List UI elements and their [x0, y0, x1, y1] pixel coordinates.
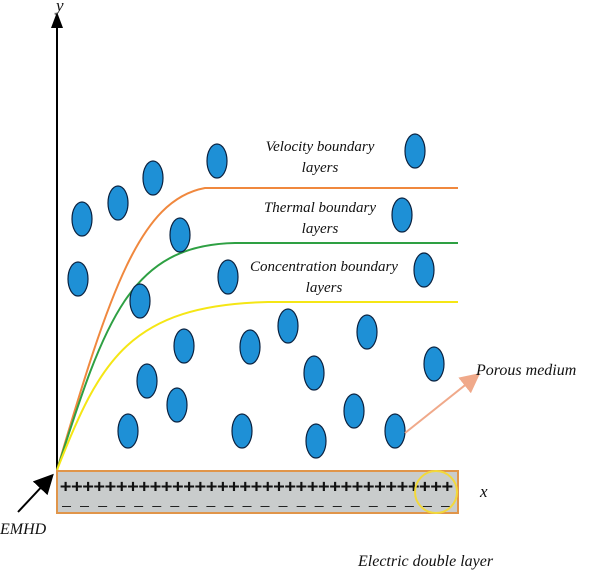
particle — [173, 328, 195, 364]
particle — [107, 185, 129, 221]
negative-charges: — — — — — — — — — — — — — — — — — — — — … — [62, 499, 450, 514]
porous-particles — [67, 133, 445, 459]
thermal-boundary-label-line2: layers — [302, 221, 339, 237]
emhd-arrow — [17, 473, 54, 513]
particle — [217, 259, 239, 295]
particle — [71, 201, 93, 237]
positive-charges: +++++++++++++++++++++++++++++++++++ — [60, 477, 453, 497]
velocity-boundary-label-line2: layers — [302, 160, 339, 176]
electric-double-layer-label: Electric double layer — [357, 553, 494, 570]
particle — [166, 387, 188, 423]
particle — [117, 413, 139, 449]
particle — [129, 283, 151, 319]
particle — [277, 308, 299, 344]
y-axis-arrowhead — [51, 12, 63, 28]
particle — [169, 217, 191, 253]
thermal-boundary-curve — [56, 242, 458, 471]
particle — [142, 160, 164, 196]
concentration-boundary-label-line2: layers — [306, 280, 343, 296]
porous-medium-arrow — [404, 373, 481, 434]
particle — [206, 143, 228, 179]
particle — [391, 197, 413, 233]
velocity-boundary-label: Velocity boundary — [266, 139, 375, 155]
particle — [423, 346, 445, 382]
particle — [384, 413, 406, 449]
particle — [303, 355, 325, 391]
particle — [404, 133, 426, 169]
particle — [305, 423, 327, 459]
concentration-boundary-label: Concentration boundary — [250, 259, 398, 275]
concentration-boundary-curve — [56, 301, 458, 471]
particle — [343, 393, 365, 429]
thermal-boundary-label: Thermal boundary — [264, 200, 376, 216]
particle — [356, 314, 378, 350]
porous-medium-label: Porous medium — [475, 362, 576, 379]
particle — [136, 363, 158, 399]
electric-double-layer-plate — [56, 470, 459, 514]
emhd-label: EMHD — [0, 521, 47, 538]
x-axis-label: x — [479, 482, 488, 501]
particle — [413, 252, 435, 288]
highlight-circle — [414, 470, 458, 514]
particle — [239, 329, 261, 365]
particle — [67, 261, 89, 297]
particle — [231, 413, 253, 449]
velocity-boundary-curve — [56, 187, 458, 471]
y-axis-label: y — [54, 0, 64, 15]
